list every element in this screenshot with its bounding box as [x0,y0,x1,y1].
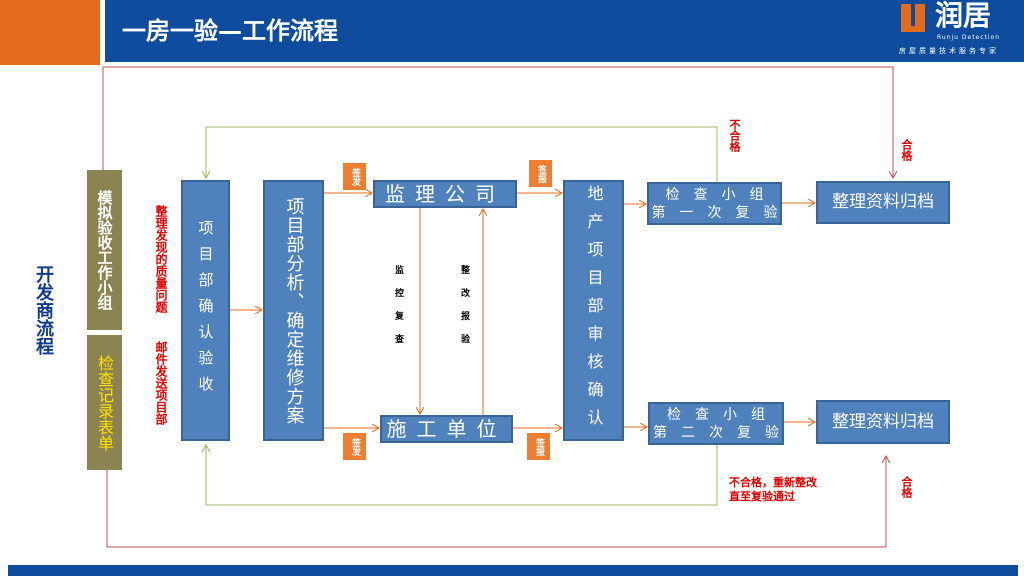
fail-label-2-line-1: 不合格，重新整改 [729,476,817,489]
red-line-top [102,66,893,178]
footer-bar [8,565,1018,576]
fail-label-2: 不合格，重新整改直至复验通过 [729,476,817,504]
red-line-bottom [106,456,886,548]
tag-issue-1: 签发 [343,163,366,190]
note-label: 整理发现的质量问题 邮件发送项目部 [154,205,168,425]
rectify-label: 整改报验 [459,265,469,357]
loop-top [206,126,718,182]
pass-label-1: 合格 [900,139,913,161]
box-recheck-2: 检 查 小 组第 二 次 复 验 [648,402,784,445]
box-archive-1: 整理资料归档 [816,181,950,224]
box-archive-2: 整理资料归档 [816,400,950,444]
box-recheck-1: 检 查 小 组第 一 次 复 验 [647,182,782,225]
fail-label-1: 不合格 [728,119,741,152]
logo-sub-cn: 房屋质量技术服务专家 [899,47,999,55]
loop-bottom [206,445,718,506]
tag-report-2: 签报 [527,433,550,460]
logo: 润居 Runju Detection 房屋质量技术服务专家 [897,2,1022,60]
pass-label-2: 合格 [900,476,913,498]
box-contractor: 施工单位 [380,415,513,443]
group-box: 模拟验收工作小组 [87,170,122,330]
monitor-label: 监控复查 [393,265,403,357]
box-review: 地产项目部审核确认 [563,180,624,441]
recheck-1-line-1: 检 查 小 组 [665,186,764,203]
corner-block [0,0,100,65]
tag-issue-2: 签发 [343,433,366,460]
logo-text: 润居 [935,0,992,32]
box-confirm: 项目部确认验收 [181,180,230,441]
logo-mark-icon [901,4,911,32]
form-box: 检查记录表单 [87,335,122,470]
box-analyze: 项目部分析、确定维修方案 [263,180,324,441]
logo-sub-en: Runju Detection [937,34,1001,41]
header-bar: 一房一验—工作流程 润居 Runju Detection 房屋质量技术服务专家 [105,0,1024,62]
fail-label-2-line-2: 直至复验通过 [729,490,795,503]
recheck-1-line-2: 第 一 次 复 验 [651,204,778,221]
page-title: 一房一验—工作流程 [122,17,338,45]
actor-label: 开发商流程 [33,265,54,355]
recheck-2-line-1: 检 查 小 组 [667,406,765,423]
box-supervisor: 监理公司 [373,180,517,208]
recheck-2-line-2: 第 二 次 复 验 [653,424,779,441]
tag-report-1: 签报 [529,160,552,187]
